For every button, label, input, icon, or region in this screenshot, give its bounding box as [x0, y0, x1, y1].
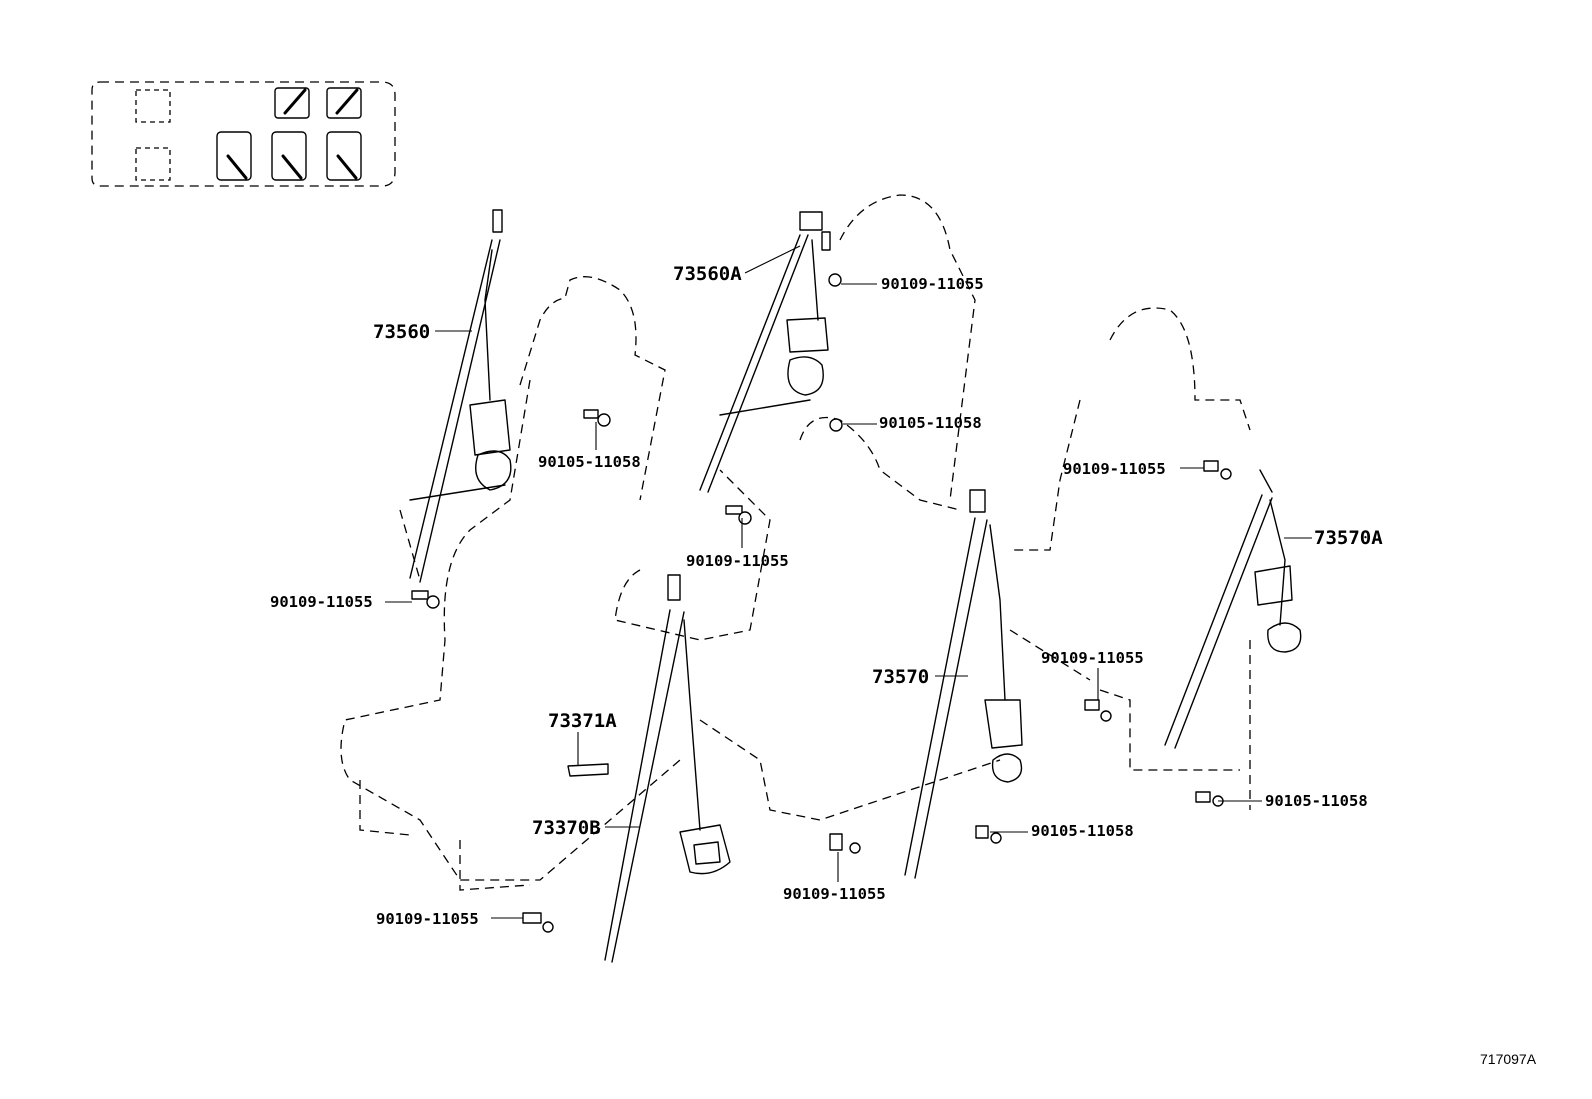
label-bolt-90105-11058-right-low: 90105-11058: [1265, 792, 1368, 810]
seat-position-empty-rear-left: [135, 147, 171, 181]
label-bolt-90105-11058-left: 90105-11058: [538, 453, 641, 471]
label-bolt-90109-11055-bottom-mid: 90109-11055: [783, 885, 886, 903]
seat-outlines: [340, 194, 1251, 891]
label-73370b: 73370B: [532, 817, 601, 839]
label-bolt-90109-11055-right-upper: 90109-11055: [1063, 460, 1166, 478]
seat-position-rear-3: [326, 131, 362, 181]
label-bolt-90109-11055-upper: 90109-11055: [881, 275, 984, 293]
bolt-icon: [821, 231, 842, 287]
seat-position-key: [91, 81, 396, 187]
leader-lines: [385, 245, 1312, 919]
seat-belt-73560a: [699, 211, 829, 493]
seat-position-empty-front-left: [135, 89, 171, 123]
seat-belt-73560: [399, 209, 512, 583]
label-bolt-90109-11055-left: 90109-11055: [270, 593, 373, 611]
seat-position-rear-1: [216, 131, 252, 181]
label-bolt-90109-11055-right-mid: 90109-11055: [1041, 649, 1144, 667]
label-bolt-90105-11058-upper: 90105-11058: [879, 414, 982, 432]
seat-belt-73570a: [1164, 469, 1302, 749]
label-bolt-90105-11058-center: 90105-11058: [1031, 822, 1134, 840]
bolt-icon: [1203, 460, 1232, 480]
label-bolt-90109-11055-mid: 90109-11055: [686, 552, 789, 570]
bolt-icon: [583, 409, 611, 427]
seat-belt-73370b: [604, 574, 731, 963]
diagram-reference-code: 717097A: [1480, 1051, 1537, 1067]
bolt-icon: [522, 912, 554, 933]
seat-position-front-right: [326, 87, 362, 119]
label-73560: 73560: [373, 321, 430, 343]
bolt-icon: [975, 825, 1002, 844]
bolt-icon: [1195, 791, 1224, 807]
label-73371a: 73371A: [548, 710, 617, 732]
label-73570a: 73570A: [1314, 527, 1383, 549]
seat-belt-73570: [904, 489, 1023, 879]
bolt-icon: [1084, 699, 1112, 722]
bolt-icon: [725, 505, 752, 525]
label-73560a: 73560A: [673, 263, 742, 285]
cover-73371a-part: [567, 763, 609, 777]
bolt-icon: [829, 833, 861, 854]
seat-position-front-center: [274, 87, 310, 119]
bolt-icon: [829, 418, 843, 432]
label-73570: 73570: [872, 666, 929, 688]
seat-position-rear-2: [271, 131, 307, 181]
label-bolt-90109-11055-bottom-left: 90109-11055: [376, 910, 479, 928]
bolt-icon: [411, 590, 440, 609]
